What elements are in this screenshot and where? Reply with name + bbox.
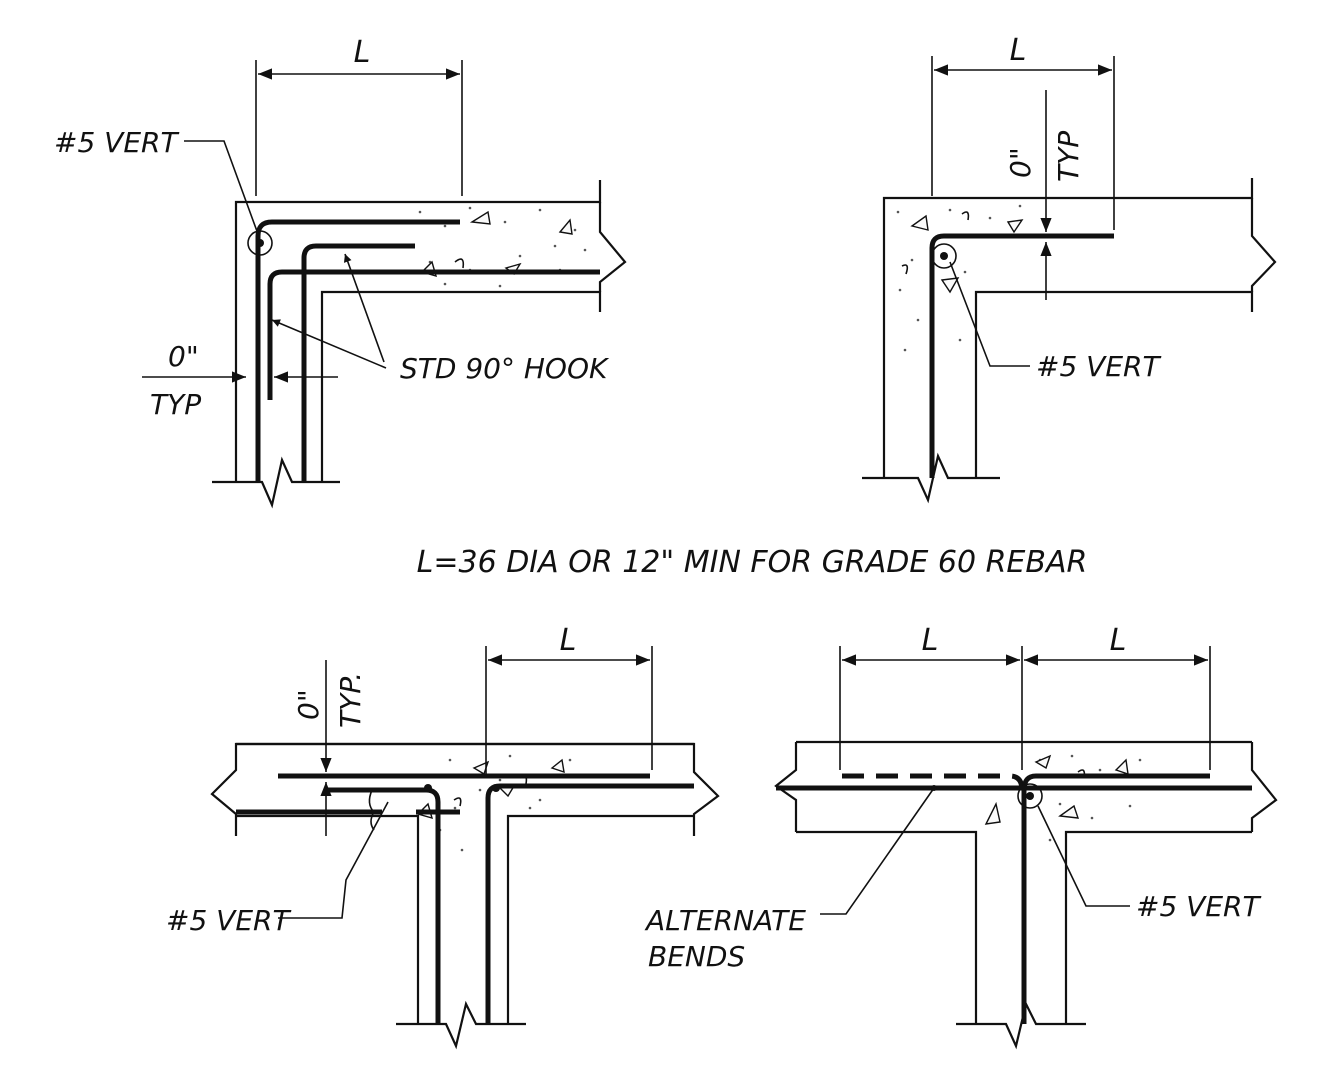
detail-1-hook-label: STD 90° HOOK xyxy=(400,352,610,385)
lap-length-note: L=36 DIA OR 12" MIN FOR GRADE 60 REBAR xyxy=(417,545,1088,580)
detail-4-vert-label: #5 VERT xyxy=(1136,890,1261,923)
detail-3-cover-note: TYP. xyxy=(334,672,367,728)
detail-3-dimension-l xyxy=(485,646,653,774)
detail-1-vert-label: #5 VERT xyxy=(54,126,179,159)
detail-1-dim-label: L xyxy=(354,35,371,70)
detail-1-rebar xyxy=(255,219,600,482)
detail-3-tee: L 0" TYP. #5 VERT xyxy=(166,623,720,1050)
detail-2-corner: L 0" TYP #5 VERT xyxy=(862,33,1277,504)
detail-4-dim-label-left: L xyxy=(922,623,939,658)
detail-1-concrete-stipple xyxy=(418,206,587,288)
detail-4-tee: L L ALTERNATE BENDS #5 VERT xyxy=(644,623,1278,1050)
detail-1-cover-note: TYP xyxy=(150,388,201,421)
detail-4-vert-leader xyxy=(1037,805,1130,907)
detail-2-concrete-stipple xyxy=(896,204,1024,352)
detail-1-hook-leaders xyxy=(271,253,387,369)
detail-3-vert-leader xyxy=(278,801,389,919)
detail-2-cover-value: 0" xyxy=(1004,147,1037,178)
detail-4-concrete-stipple xyxy=(984,754,1142,842)
detail-1-vert-bar xyxy=(247,230,273,256)
detail-2-rebar xyxy=(929,233,1114,478)
detail-3-concrete-stipple xyxy=(368,754,572,852)
detail-4-bends-leader xyxy=(820,787,935,915)
detail-2-vert-label: #5 VERT xyxy=(1036,350,1161,383)
detail-2-vert-leader xyxy=(949,261,1030,367)
detail-3-rebar-right xyxy=(485,783,694,1024)
detail-2-cover-note: TYP xyxy=(1052,131,1085,182)
detail-2-dimension-l xyxy=(931,56,1115,230)
detail-4-vert-bar xyxy=(1017,783,1043,809)
detail-4-wall-outline xyxy=(774,740,1278,1050)
detail-4-dim-label-right: L xyxy=(1110,623,1127,658)
detail-4-bend-dot xyxy=(931,785,937,791)
detail-4-bends-label-line1: ALTERNATE xyxy=(644,904,806,937)
detail-4-bends-label-line2: BENDS xyxy=(648,940,745,973)
detail-2-vert-bar xyxy=(931,243,957,269)
detail-1-cover-value: 0" xyxy=(168,340,199,373)
detail-1-dimension-l xyxy=(255,60,463,196)
detail-1-wall-outline xyxy=(212,180,627,509)
detail-4-dimension-l xyxy=(839,646,1211,770)
detail-3-cover-value: 0" xyxy=(292,689,325,720)
detail-1-corner: L #5 VERT 0" TYP STD 90° HOOK xyxy=(54,35,627,509)
detail-3-vert-label: #5 VERT xyxy=(166,904,291,937)
detail-3-wall-outline xyxy=(210,742,720,1050)
detail-3-vert-bars xyxy=(424,784,500,792)
detail-3-dim-label: L xyxy=(560,623,577,658)
detail-1-vert-leader xyxy=(184,140,259,235)
detail-2-dim-label: L xyxy=(1010,33,1027,68)
